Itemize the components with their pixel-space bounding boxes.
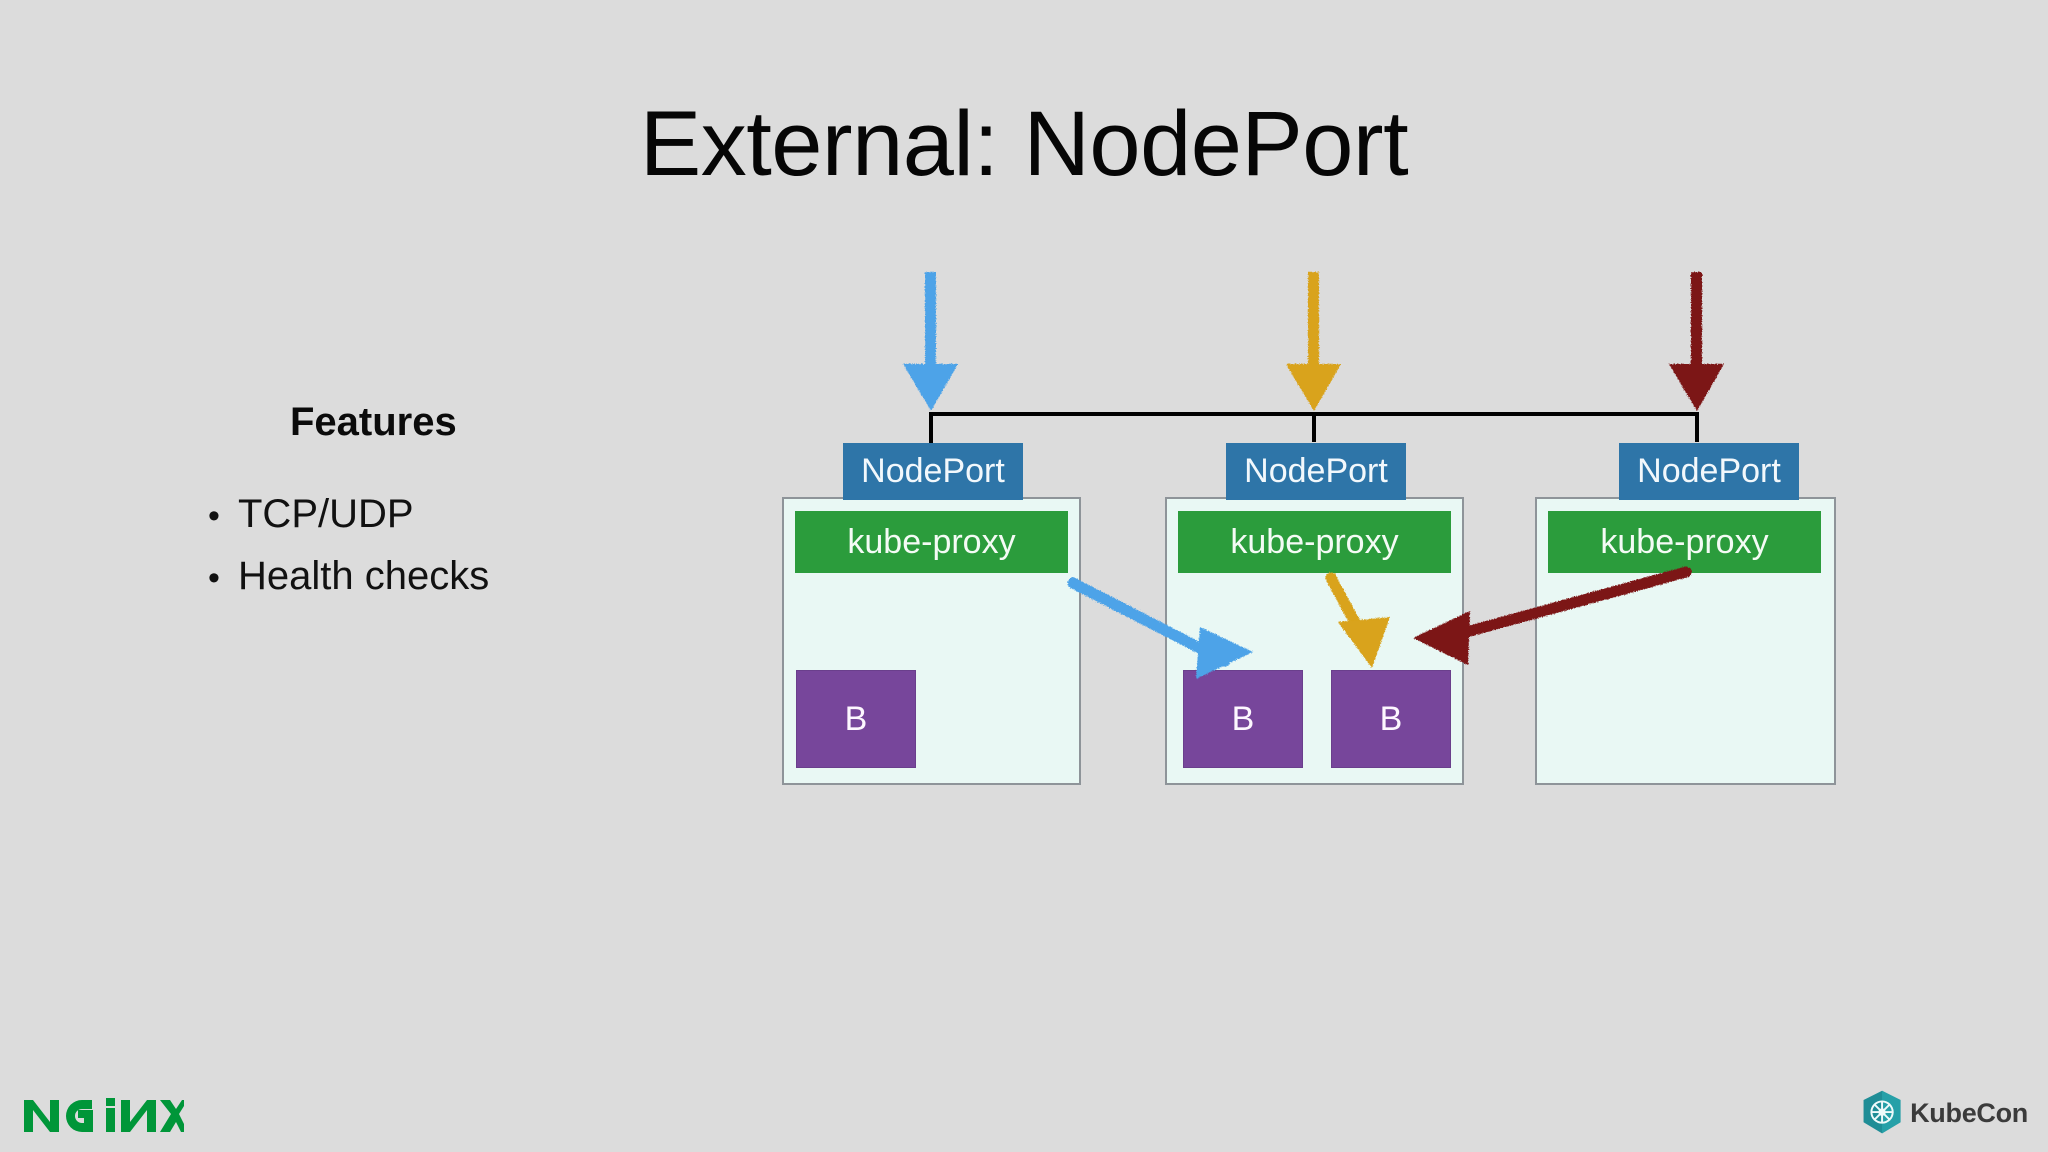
pod-label: B	[1231, 699, 1255, 738]
kubecon-label: KubeCon	[1910, 1097, 2028, 1128]
pod-box-node2-1[interactable]: B	[1183, 670, 1303, 768]
features-panel: Features • TCP/UDP • Health checks	[190, 400, 660, 615]
feature-label: TCP/UDP	[238, 492, 414, 536]
nodeport-label: NodePort	[1637, 452, 1781, 490]
kube-proxy-label: kube-proxy	[1230, 522, 1399, 561]
bullet-icon: •	[208, 497, 220, 535]
pod-box-node2-2[interactable]: B	[1331, 670, 1451, 768]
kube-proxy-label: kube-proxy	[1600, 522, 1769, 561]
bus-drop-node-2	[1312, 412, 1316, 442]
bus-drop-node-1	[929, 412, 933, 446]
pod-label: B	[1379, 699, 1403, 738]
nodeport-label: NodePort	[1244, 452, 1388, 490]
pod-box-node1-1[interactable]: B	[796, 670, 916, 768]
pod-label: B	[844, 699, 868, 738]
kube-proxy-bar-3[interactable]: kube-proxy	[1548, 511, 1821, 573]
feature-item-tcp-udp: • TCP/UDP	[190, 491, 660, 537]
feature-label: Health checks	[238, 554, 490, 598]
ingress-arrow-darkred	[1669, 272, 1724, 411]
nodeport-label: NodePort	[861, 452, 1005, 490]
kube-proxy-bar-1[interactable]: kube-proxy	[795, 511, 1068, 573]
feature-item-health-checks: • Health checks	[190, 553, 660, 599]
kubecon-logo: KubeCon	[1858, 1086, 2028, 1140]
features-heading: Features	[290, 400, 457, 444]
page-title: External: NodePort	[639, 93, 1409, 195]
ingress-arrow-gold	[1286, 272, 1341, 411]
bullet-icon: •	[208, 559, 220, 597]
kubernetes-wheel-icon	[1863, 1090, 1901, 1134]
nodeport-box-3[interactable]: NodePort	[1619, 443, 1799, 500]
bus-drop-node-3	[1695, 412, 1699, 442]
nodeport-box-2[interactable]: NodePort	[1226, 443, 1406, 500]
kube-proxy-label: kube-proxy	[847, 522, 1016, 561]
ingress-arrow-blue	[903, 272, 958, 411]
nginx-logo	[24, 1098, 184, 1132]
kube-proxy-bar-2[interactable]: kube-proxy	[1178, 511, 1451, 573]
nodeport-box-1[interactable]: NodePort	[843, 443, 1023, 500]
